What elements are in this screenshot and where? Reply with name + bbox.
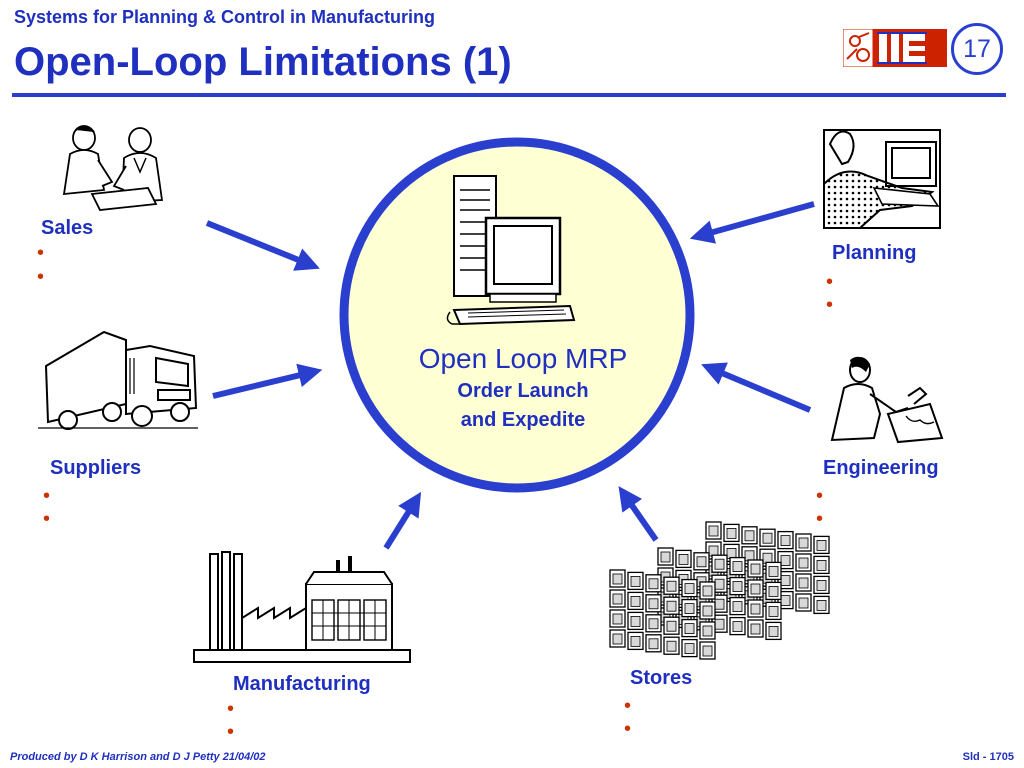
storage-bin	[681, 638, 698, 658]
arrow-suppliers	[212, 363, 323, 399]
stores-bullet-2: •	[624, 718, 632, 740]
storage-bin	[795, 573, 812, 592]
storage-bin	[675, 549, 692, 569]
stores-bullet-1: •	[624, 695, 632, 717]
storage-bin	[729, 616, 746, 636]
storage-bin	[627, 591, 644, 611]
storage-bin	[645, 634, 662, 653]
storage-bin	[813, 535, 830, 555]
supplier-truck-icon	[38, 330, 198, 430]
storage-bin	[663, 596, 680, 615]
arrow-stores	[618, 486, 659, 542]
storage-bin	[645, 614, 662, 633]
storage-bin	[747, 579, 764, 598]
suppliers-bullet-2: •	[43, 508, 51, 530]
slide-title: Open-Loop Limitations (1)	[14, 40, 512, 84]
storage-bin	[627, 631, 644, 651]
label-planning: Planning	[832, 242, 917, 264]
footer-credit: Produced by D K Harrison and D J Petty 2…	[10, 751, 266, 763]
arrow-engineering	[701, 362, 812, 413]
engineering-bullet-2: •	[816, 508, 824, 530]
storage-bin	[747, 559, 764, 578]
sales-bullet-2: •	[37, 266, 45, 288]
center-subtitle-line1: Order Launch	[457, 380, 589, 402]
planning-bullet-2: •	[826, 294, 834, 316]
storage-bin	[711, 554, 728, 573]
slide-number-badge: 17	[951, 23, 1003, 75]
storage-bin	[609, 629, 626, 648]
storage-bin	[813, 575, 830, 595]
storage-bin	[681, 598, 698, 618]
center-subtitle-line2: and Expedite	[460, 409, 586, 431]
manufacturing-bullet-2: •	[227, 721, 235, 743]
computer-workstation-icon	[446, 175, 576, 326]
storage-bin	[747, 599, 764, 618]
label-stores: Stores	[630, 667, 693, 689]
sales-bullet-1: •	[37, 242, 45, 264]
arrow-planning	[689, 201, 815, 244]
storage-bin	[609, 569, 626, 588]
storage-bin	[765, 621, 782, 641]
storage-bin	[777, 590, 794, 610]
storage-bin	[777, 530, 794, 550]
suppliers-bullet-1: •	[43, 485, 51, 507]
storage-bin	[609, 609, 626, 628]
storage-bin	[681, 618, 698, 638]
storage-bin	[705, 521, 722, 540]
storage-bin	[627, 611, 644, 631]
storage-bin	[609, 589, 626, 608]
storage-bin	[699, 641, 716, 660]
storage-bin	[723, 523, 740, 543]
storage-bin	[693, 552, 710, 571]
footer-slide-ref: Sld - 1705	[962, 751, 1014, 763]
stores-racks-icon	[609, 521, 830, 660]
course-title: Systems for Planning & Control in Manufa…	[14, 7, 436, 27]
storage-bin	[663, 616, 680, 635]
engineer-drafting-icon	[830, 356, 944, 444]
storage-bin	[663, 636, 680, 655]
storage-bin	[747, 619, 764, 638]
storage-bin	[813, 595, 830, 615]
storage-bin	[711, 594, 728, 613]
storage-bin	[777, 570, 794, 590]
iie-logo-icon	[843, 29, 947, 67]
label-suppliers: Suppliers	[50, 457, 142, 479]
planner-at-computer-icon	[823, 129, 941, 229]
storage-bin	[645, 574, 662, 593]
storage-bin	[699, 601, 716, 620]
storage-bin	[657, 547, 674, 566]
storage-bin	[645, 594, 662, 613]
sales-meeting-icon	[62, 125, 164, 211]
storage-bin	[729, 596, 746, 616]
storage-bin	[795, 553, 812, 572]
label-sales: Sales	[41, 217, 94, 239]
storage-bin	[813, 555, 830, 575]
center-title: Open Loop MRP	[418, 343, 628, 374]
storage-bin	[759, 528, 776, 547]
planning-bullet-1: •	[826, 271, 834, 293]
label-engineering: Engineering	[823, 457, 939, 479]
arrow-sales	[205, 220, 320, 271]
engineering-bullet-1: •	[816, 485, 824, 507]
title-rule	[12, 93, 1006, 97]
storage-bin	[765, 581, 782, 601]
storage-bin	[627, 571, 644, 591]
storage-bin	[729, 556, 746, 576]
storage-bin	[681, 578, 698, 598]
arrow-manufacturing	[383, 491, 422, 550]
storage-bin	[765, 561, 782, 581]
storage-bin	[699, 621, 716, 640]
manufacturing-bullet-1: •	[227, 698, 235, 720]
storage-bin	[765, 601, 782, 621]
storage-bin	[729, 576, 746, 596]
label-manufacturing: Manufacturing	[233, 673, 371, 695]
storage-bin	[741, 526, 758, 545]
storage-bin	[663, 576, 680, 595]
storage-bin	[795, 593, 812, 612]
storage-bin	[699, 581, 716, 600]
storage-bin	[777, 550, 794, 570]
storage-bin	[795, 533, 812, 552]
factory-icon	[193, 551, 411, 663]
